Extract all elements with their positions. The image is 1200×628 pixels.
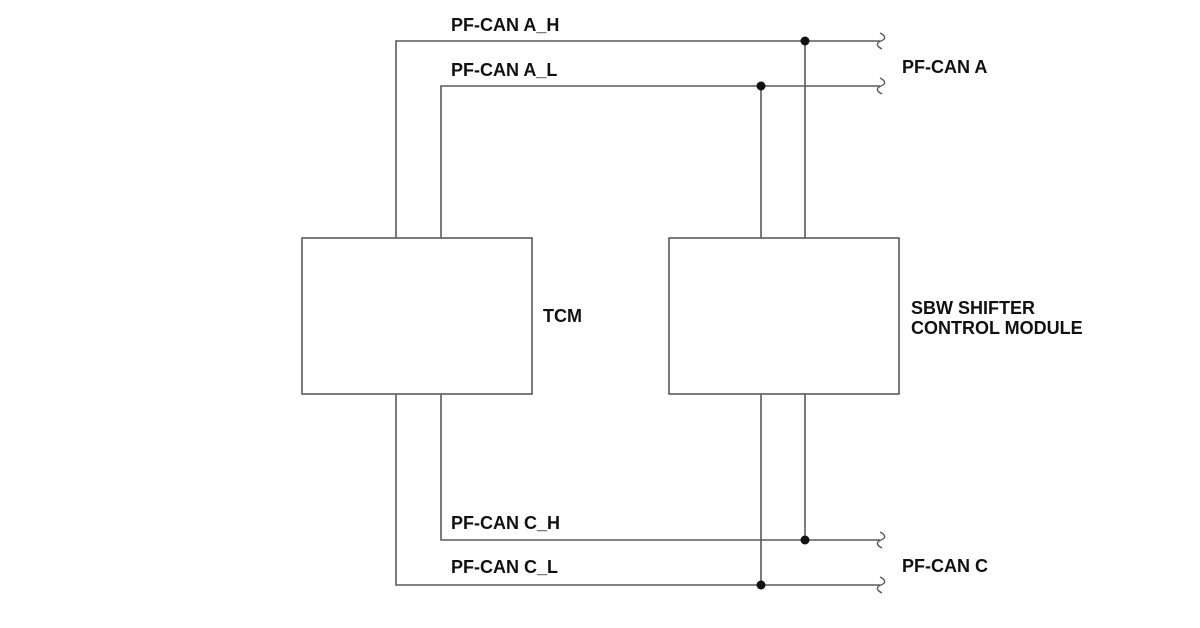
wire-can-a-l <box>440 85 880 238</box>
label-can-c: PF-CAN C <box>902 556 988 576</box>
break-mark-can-c-l <box>876 576 886 594</box>
label-can-a-l: PF-CAN A_L <box>451 60 557 80</box>
junction-can-a-l <box>756 81 766 91</box>
junction-can-a-h <box>800 36 810 46</box>
label-sbw-line1: SBW SHIFTER <box>911 298 1035 318</box>
label-can-a-h: PF-CAN A_H <box>451 15 559 35</box>
tcm-module-box <box>301 237 533 395</box>
wire-can-a-h <box>395 40 880 238</box>
sbw-shifter-module-box <box>668 237 900 395</box>
label-sbw-line2: CONTROL MODULE <box>911 318 1083 338</box>
label-tcm: TCM <box>543 306 582 326</box>
break-mark-can-c-h <box>876 531 886 549</box>
break-mark-can-a-h <box>876 32 886 50</box>
junction-can-c-l <box>756 580 766 590</box>
junction-can-c-h <box>800 535 810 545</box>
break-mark-can-a-l <box>876 77 886 95</box>
wire-can-c-h <box>440 394 880 541</box>
label-can-a: PF-CAN A <box>902 57 987 77</box>
label-can-c-h: PF-CAN C_H <box>451 513 560 533</box>
label-can-c-l: PF-CAN C_L <box>451 557 558 577</box>
wire-can-c-l <box>395 394 880 586</box>
